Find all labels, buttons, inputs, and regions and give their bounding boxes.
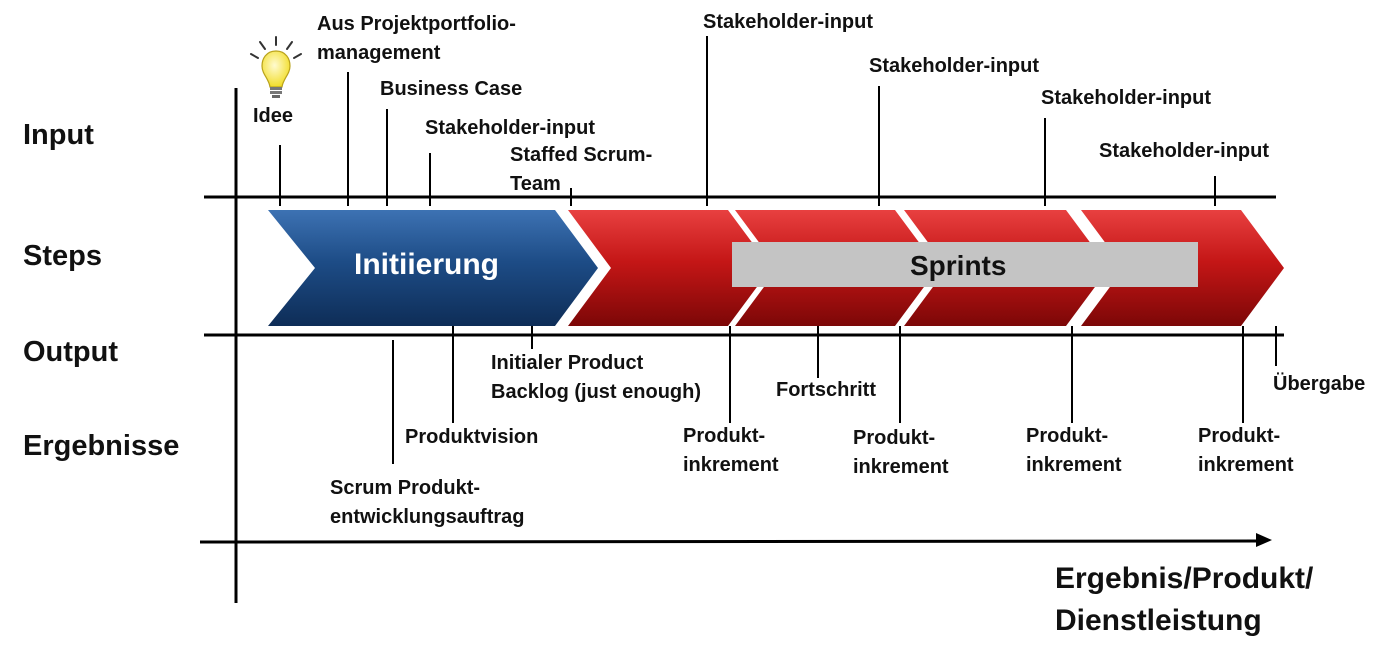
sprints-bar (732, 242, 1198, 287)
input-ticks (279, 36, 1216, 206)
row-label-results: Ergebnisse (23, 430, 180, 462)
input-stakeholder-3: Stakeholder-input (869, 55, 1040, 77)
result-axis-arrowhead (1256, 533, 1272, 547)
input-business-case: Business Case (380, 78, 523, 100)
result-axis (199, 539, 1263, 544)
input-idea: Idee (253, 105, 294, 127)
output-development-mandate: Scrum Produkt- entwicklungsauftrag (330, 477, 525, 528)
output-increment-1: Produkt- inkrement (683, 425, 779, 476)
step-sprints-label: Sprints (910, 250, 1007, 281)
input-stakeholder-1: Stakeholder-input (425, 117, 596, 139)
input-stakeholder-4: Stakeholder-input (1041, 87, 1212, 109)
lightbulb-icon (250, 36, 302, 98)
result-axis-label: Ergebnis/Produkt/ Dienstleistung (1055, 562, 1314, 637)
initiation-chevron (268, 210, 598, 326)
output-increment-4: Produkt- inkrement (1198, 425, 1294, 476)
input-portfolio: Aus Projektportfolio- management (317, 13, 516, 64)
input-stakeholder-2: Stakeholder-input (703, 11, 874, 33)
row-label-input: Input (23, 119, 94, 151)
output-handover: Übergabe (1273, 373, 1366, 395)
output-ticks (392, 326, 1277, 464)
row-label-steps: Steps (23, 240, 102, 272)
input-stakeholder-5: Stakeholder-input (1099, 140, 1270, 162)
output-increment-3: Produkt- inkrement (1026, 425, 1122, 476)
row-label-output: Output (23, 336, 119, 368)
output-progress: Fortschritt (776, 379, 876, 401)
output-initial-backlog: Initialer Product Backlog (just enough) (491, 352, 701, 403)
output-product-vision: Produktvision (405, 426, 539, 448)
sprint-chevron-1 (568, 210, 771, 326)
step-initiation-label: Initiierung (354, 248, 499, 281)
input-scrum-team: Staffed Scrum- Team (510, 144, 653, 195)
output-increment-2: Produkt- inkrement (853, 427, 949, 478)
